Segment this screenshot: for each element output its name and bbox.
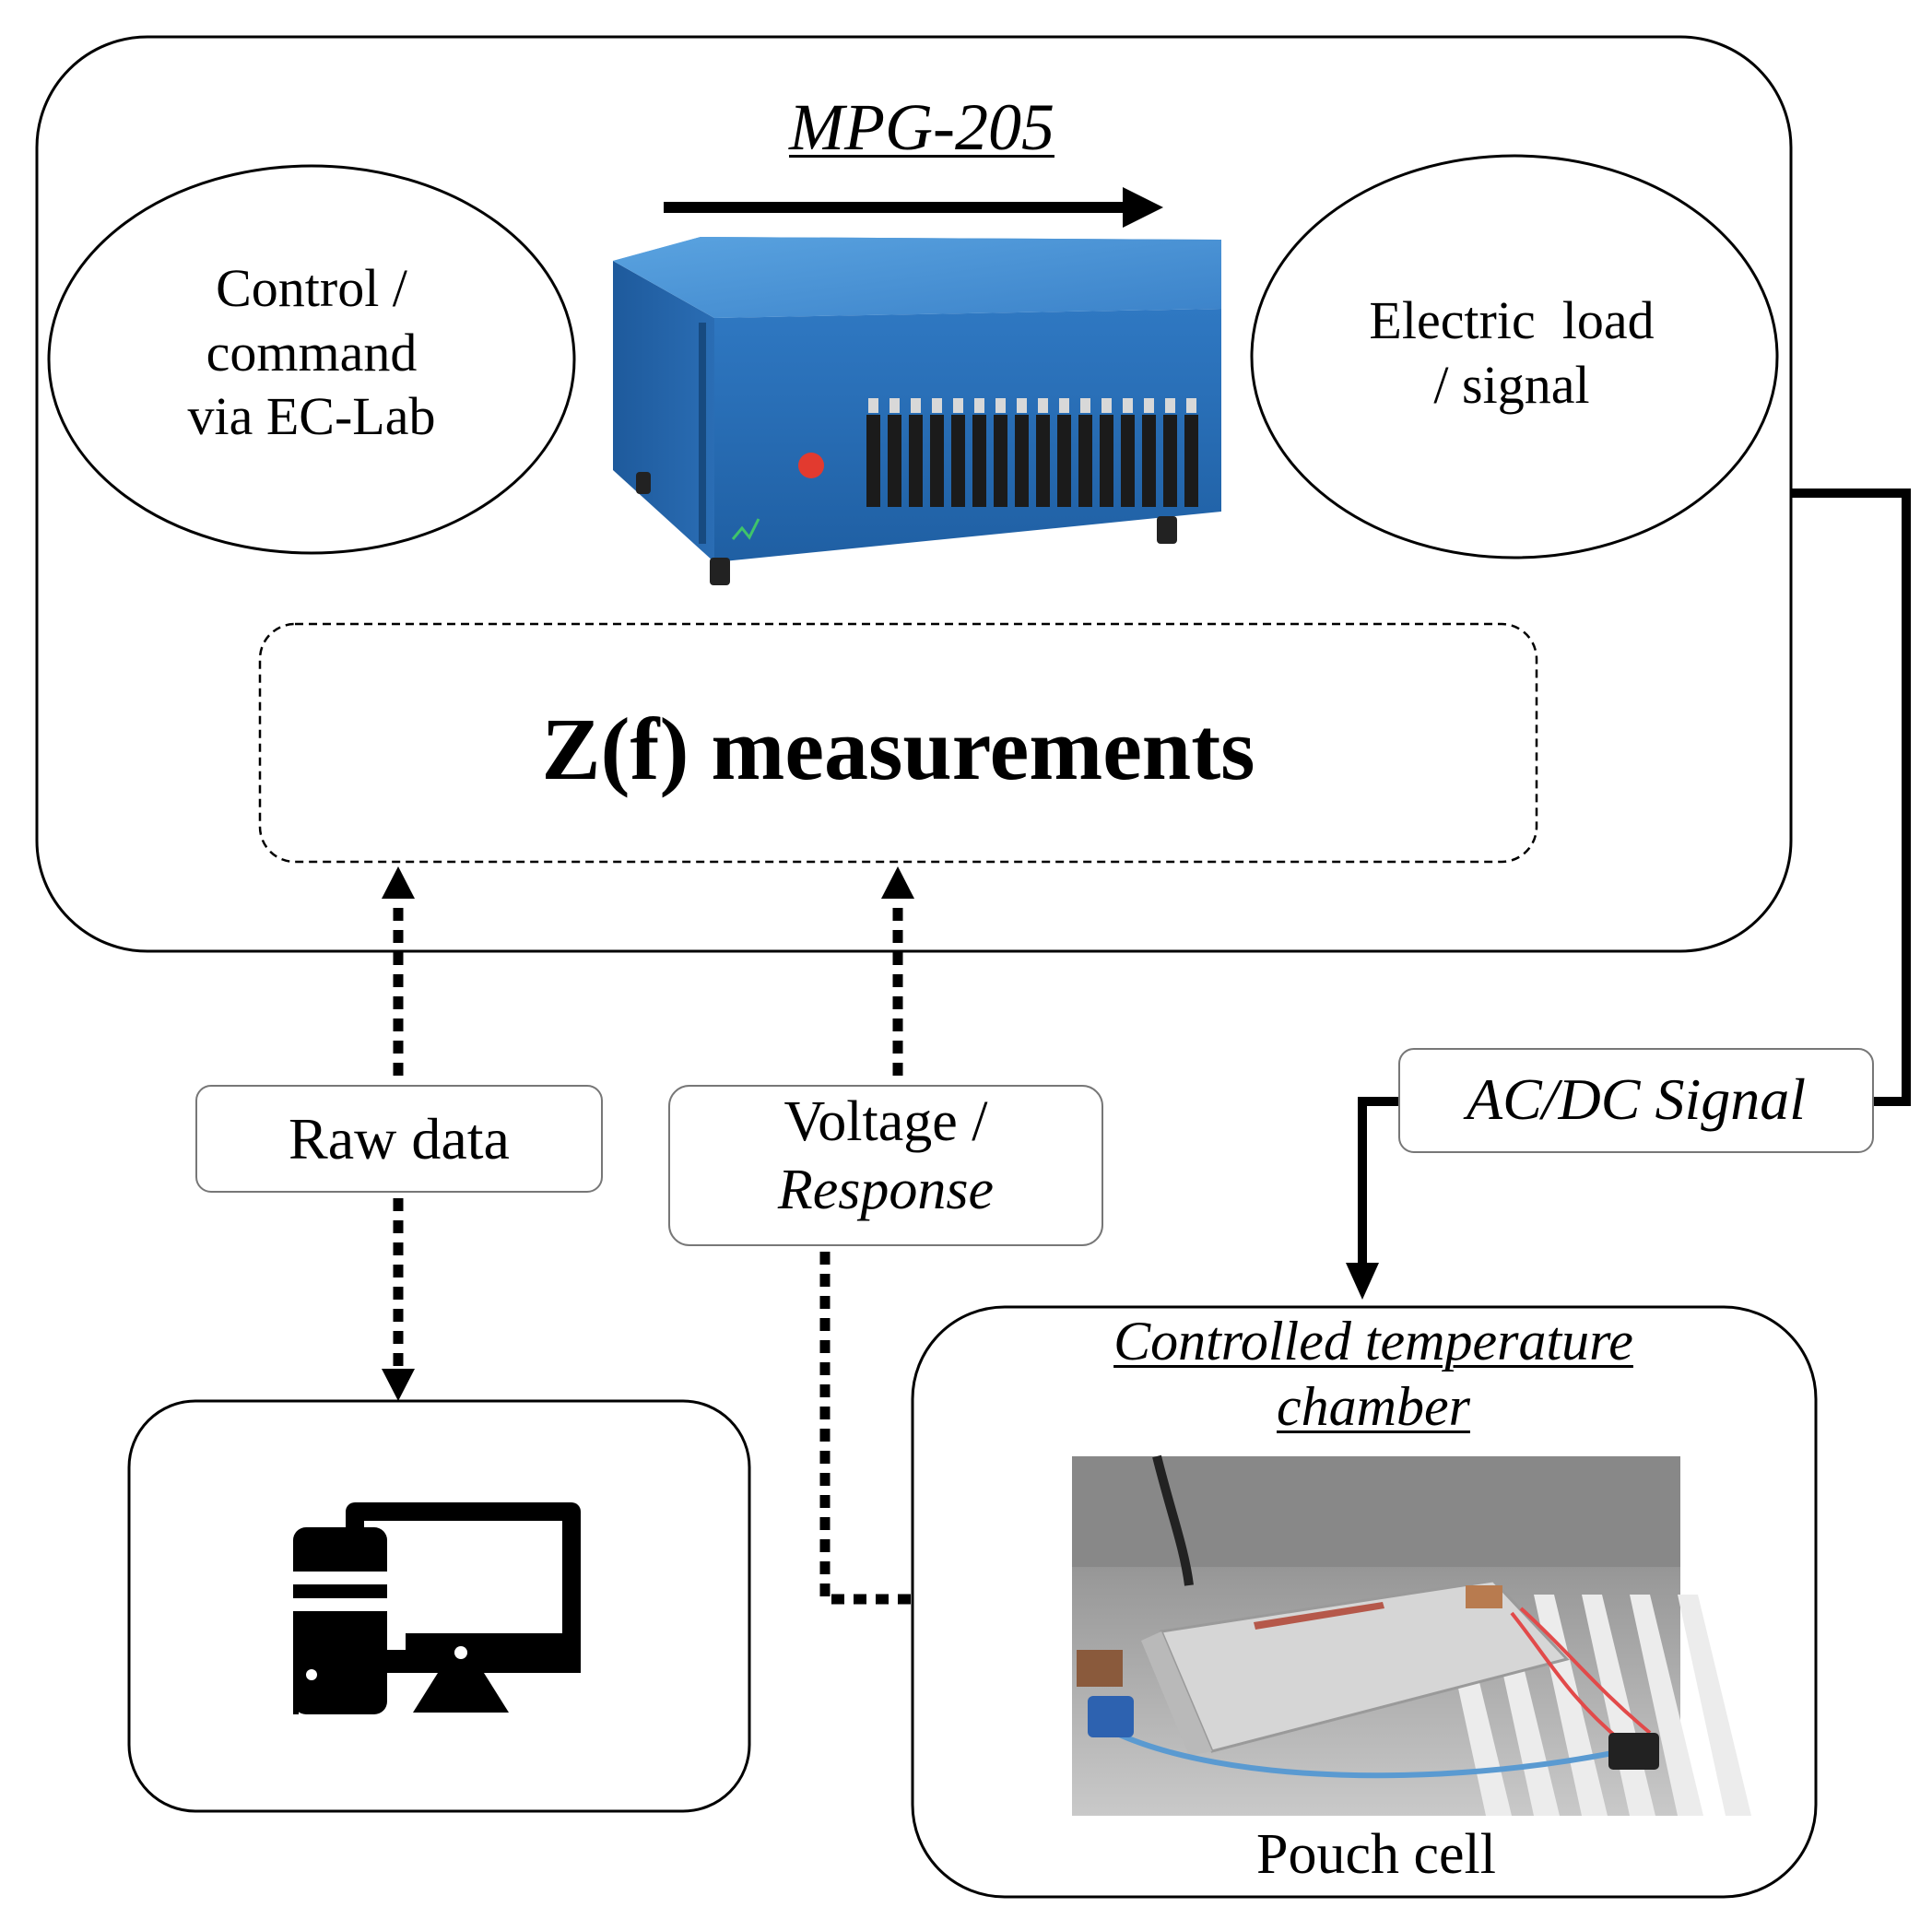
measurement-box — [258, 622, 1538, 864]
channel-connector — [953, 398, 963, 413]
channel-connector — [1101, 398, 1112, 413]
channel-connector — [974, 398, 984, 413]
voltage-response-box — [668, 1085, 1103, 1246]
potentiostat-instrument — [613, 237, 1221, 585]
control-line-3: via EC-Lab — [187, 386, 436, 447]
channel-slot — [1121, 415, 1135, 507]
channel-slot — [1015, 415, 1029, 507]
control-line-2: command — [206, 322, 418, 383]
raw-data-box — [195, 1085, 603, 1193]
flow-arrow — [664, 187, 1163, 228]
channel-connector — [1186, 398, 1196, 413]
voltage-response-arrow — [819, 866, 914, 1605]
channel-connector — [868, 398, 878, 413]
load-line-1: Electric load — [1369, 290, 1655, 350]
channel-connector — [1059, 398, 1069, 413]
voltage-response-label: Voltage / Response — [669, 1088, 1102, 1225]
voltage-line-1: Voltage / — [783, 1090, 988, 1153]
channel-slot — [1142, 415, 1156, 507]
channel-slot — [930, 415, 944, 507]
chamber-title-line-1: Controlled temperature — [1113, 1311, 1633, 1372]
channel-connector — [1080, 398, 1090, 413]
control-ellipse-text: Control / command via EC-Lab — [109, 256, 514, 449]
chamber-grate-bar — [1678, 1595, 1751, 1816]
channel-connector — [1038, 398, 1048, 413]
channel-slot — [972, 415, 986, 507]
raw-data-label: Raw data — [289, 1106, 510, 1171]
channel-slot — [866, 415, 880, 507]
channel-connector — [889, 398, 900, 413]
load-ellipse-text: Electric load / signal — [1300, 288, 1724, 417]
channel-connector — [911, 398, 921, 413]
channel-slot — [1036, 415, 1050, 507]
channel-slot — [1078, 415, 1092, 507]
channel-slot — [994, 415, 1007, 507]
load-ellipse — [1250, 154, 1779, 559]
control-line-1: Control / — [216, 258, 407, 318]
channel-slot — [1057, 415, 1071, 507]
voltage-line-2: Response — [777, 1159, 995, 1222]
channel-slot — [951, 415, 965, 507]
channel-connector — [995, 398, 1006, 413]
channel-slot — [909, 415, 923, 507]
channel-connector — [1017, 398, 1027, 413]
computer-container — [127, 1399, 751, 1813]
channel-connector — [1144, 398, 1154, 413]
ac-dc-signal-box — [1398, 1048, 1874, 1153]
chamber-title-line-2: chamber — [1277, 1375, 1470, 1437]
channel-connector — [1123, 398, 1133, 413]
measurement-title: Z(f) measurements — [541, 700, 1255, 798]
ac-dc-signal-label: AC/DC Signal — [1466, 1066, 1807, 1132]
raw-data-arrow — [382, 866, 415, 1401]
channel-slot — [1163, 415, 1177, 507]
channel-slot — [888, 415, 901, 507]
load-line-2: / signal — [1433, 354, 1590, 415]
pouch-cell-photo — [1072, 1454, 1751, 1816]
channel-slot — [1100, 415, 1113, 507]
pouch-cell-caption: Pouch cell — [1256, 1823, 1496, 1886]
chamber-container — [911, 1305, 1818, 1899]
channel-connector — [932, 398, 942, 413]
ac-dc-signal-path — [1346, 489, 1911, 1300]
chamber-grate-bar — [1630, 1595, 1703, 1816]
control-ellipse — [47, 164, 576, 555]
channel-slot — [1184, 415, 1198, 507]
desktop-computer-icon — [293, 1502, 581, 1714]
chamber-title: Controlled temperature chamber — [1005, 1309, 1742, 1440]
channel-connector — [1165, 398, 1175, 413]
instrument-title: MPG-205 — [789, 90, 1054, 164]
